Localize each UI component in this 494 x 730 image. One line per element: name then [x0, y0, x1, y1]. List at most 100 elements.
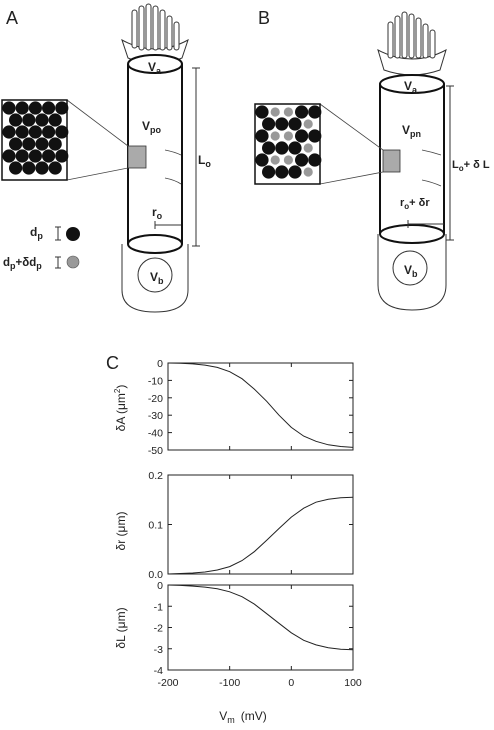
- large-particle: [255, 129, 269, 143]
- large-particle: [262, 117, 276, 131]
- panel-a: A V: [1, 3, 211, 313]
- small-particle: [283, 155, 293, 165]
- large-particle: [55, 125, 69, 139]
- y-tick-label: -50: [148, 445, 163, 457]
- y-tick-label: -4: [154, 665, 163, 677]
- series-line: [167, 496, 354, 575]
- large-particle: [262, 141, 276, 155]
- y-tick-label: -1: [154, 601, 163, 613]
- large-particle: [28, 101, 42, 115]
- stereocilia-bundle-b: [377, 11, 447, 76]
- small-particle-swatch: [66, 255, 80, 269]
- large-particle: [308, 153, 322, 167]
- large-particle: [255, 105, 269, 119]
- large-particle: [275, 117, 289, 131]
- chart-1: 0.2 0.1 0.0: [148, 470, 354, 581]
- small-particle: [303, 119, 313, 129]
- large-particle: [42, 125, 56, 139]
- y-tick-label: 0.1: [148, 520, 163, 532]
- small-particle: [270, 155, 280, 165]
- va-label-a: Va: [148, 60, 162, 76]
- panel-c-letter: C: [106, 353, 119, 373]
- large-particle: [262, 165, 276, 179]
- large-particle: [28, 149, 42, 163]
- large-particle: [48, 113, 62, 127]
- large-particle: [22, 137, 36, 151]
- large-particle: [308, 105, 322, 119]
- zoom-line-b: [319, 103, 384, 151]
- large-particle: [42, 149, 56, 163]
- top-ellipse-b: [379, 74, 445, 94]
- large-particle: [35, 161, 49, 175]
- y-axis-label-length: δL (μm): [114, 607, 128, 648]
- large-particle-swatch: [66, 227, 80, 241]
- zoom-line-a: [66, 99, 129, 147]
- large-particle: [2, 125, 16, 139]
- vpo-label: Vpo: [142, 119, 162, 135]
- large-particle: [288, 165, 302, 179]
- panel-b: B Va Vpn Lo+ δ L ro+ δr: [254, 8, 490, 311]
- lo-label: Lo: [198, 153, 211, 169]
- large-particle: [55, 149, 69, 163]
- large-particle: [48, 161, 62, 175]
- large-particle: [288, 117, 302, 131]
- x-tick-label: -100: [219, 677, 240, 689]
- cylinder-wall-b: [379, 84, 445, 234]
- top-ellipse-a: [127, 54, 183, 74]
- small-particle: [270, 131, 280, 141]
- large-particle: [2, 149, 16, 163]
- large-particle: [9, 137, 23, 151]
- field-arc-a: [164, 149, 182, 156]
- y-tick-label: -30: [148, 410, 163, 422]
- large-particle: [9, 161, 23, 175]
- large-particle: [255, 153, 269, 167]
- large-particle: [48, 137, 62, 151]
- chart-0: 0 -10 -20 -30 -40 -50: [148, 358, 354, 457]
- plot-frame: [167, 584, 354, 671]
- va-label-b: Va: [404, 79, 418, 95]
- field-arc-a: [164, 177, 182, 185]
- large-particle: [42, 101, 56, 115]
- large-particle: [35, 137, 49, 151]
- large-particle: [2, 101, 16, 115]
- large-particle: [275, 165, 289, 179]
- x-axis-label: Vm(mV): [219, 709, 267, 725]
- x-tick-label: 0: [288, 677, 294, 689]
- lo-plus-dl-label: Lo+ δ L: [452, 159, 490, 173]
- large-particle: [308, 129, 322, 143]
- motor-particle-array-b: [255, 105, 322, 179]
- dp-label: dp: [30, 225, 43, 241]
- y-tick-label: -10: [148, 375, 163, 387]
- y-tick-label: 0.2: [148, 470, 163, 482]
- series-line: [167, 584, 354, 651]
- field-arc-b: [421, 179, 442, 187]
- y-tick-label: -40: [148, 428, 163, 440]
- dp-plus-ddp-label: dp+δdp: [3, 257, 42, 271]
- small-particle: [283, 107, 293, 117]
- zoom-line-a: [66, 167, 129, 181]
- y-tick-label: 0.0: [148, 569, 163, 581]
- bottom-ellipse-b: [379, 224, 445, 244]
- vb-label-b: Vb: [404, 263, 418, 279]
- x-tick-label: -200: [157, 677, 178, 689]
- series-line: [167, 362, 354, 448]
- large-particle: [22, 113, 36, 127]
- field-arc-b: [421, 149, 442, 156]
- panel-c-charts: 0-10-20-30-40-500.20.10.00-1-2-3-4-200-1…: [148, 358, 362, 689]
- y-tick-label: -20: [148, 393, 163, 405]
- large-particle: [35, 113, 49, 127]
- large-particle: [15, 125, 29, 139]
- dp-scale: [55, 226, 61, 241]
- large-particle: [9, 113, 23, 127]
- cell-body-a: [121, 244, 189, 313]
- large-particle: [295, 105, 309, 119]
- membrane-patch-b: [382, 149, 401, 173]
- y-axis-label-area: δA (μm2): [113, 385, 128, 432]
- y-tick-label: 0: [157, 358, 163, 370]
- large-particle: [22, 161, 36, 175]
- bottom-ellipse-a: [127, 234, 183, 254]
- y-tick-label: -3: [154, 644, 163, 656]
- ro-label: ro: [152, 205, 163, 221]
